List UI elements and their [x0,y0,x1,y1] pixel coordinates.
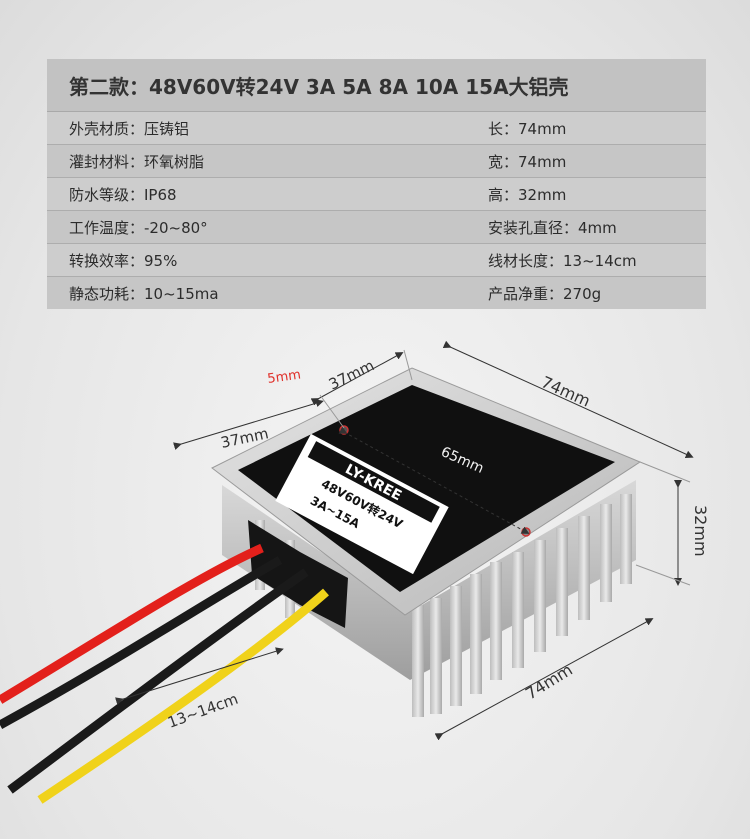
spec-cell-left: 灌封材料：环氧树脂 [47,144,480,178]
dim-height: 32mm [691,505,710,557]
dim-hole-offset: 5mm [266,367,301,387]
spec-cell-right: 产品净重：270g [480,276,706,309]
wire-black [0,556,283,729]
spec-rows: 外壳材质：压铸铝 长：74mm 灌封材料：环氧树脂 宽：74mm 防水等级：IP… [47,111,706,309]
spec-title: 第二款：48V60V转24V 3A 5A 8A 10A 15A大铝壳 [47,59,706,112]
spec-cell-right: 线材长度：13~14cm [480,243,706,277]
spec-cell-left: 静态功耗：10~15ma [47,276,480,309]
spec-cell-left: 转换效率：95% [47,243,480,277]
spec-cell-left: 工作温度：-20~80° [47,210,480,244]
spec-row: 外壳材质：压铸铝 长：74mm [47,111,706,145]
spec-row: 防水等级：IP68 高：32mm [47,177,706,211]
spec-cell-right: 高：32mm [480,177,706,211]
dim-top-half: 37mm [326,356,377,393]
mounting-hole [521,527,531,537]
dimension-lines [114,340,694,741]
spec-row: 转换效率：95% 线材长度：13~14cm [47,243,706,277]
dim-length-bottom: 74mm [522,660,576,703]
spec-cell-right: 长：74mm [480,111,706,145]
spec-row: 工作温度：-20~80° 安装孔直径：4mm [47,210,706,244]
wire-red [0,543,264,704]
spec-cell-right: 安装孔直径：4mm [480,210,706,244]
dim-wire-length: 13~14cm [165,690,240,732]
product-drawing: LY-KREE 48V60V转24V 3A~15A [0,340,710,804]
spec-cell-left: 防水等级：IP68 [47,177,480,211]
spec-row: 静态功耗：10~15ma 产品净重：270g [47,276,706,309]
spec-cell-right: 宽：74mm [480,144,706,178]
dim-length-top: 74mm [538,372,593,410]
spec-table: 第二款：48V60V转24V 3A 5A 8A 10A 15A大铝壳 外壳材质：… [47,59,706,309]
spec-cell-left: 外壳材质：压铸铝 [47,111,480,145]
spec-row: 灌封材料：环氧树脂 宽：74mm [47,144,706,178]
converter-module: LY-KREE 48V60V转24V 3A~15A [211,367,642,717]
